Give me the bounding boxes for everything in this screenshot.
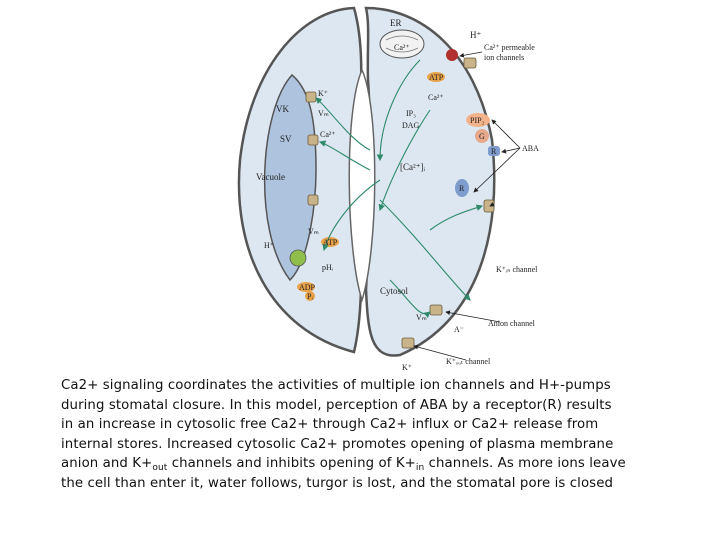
label-anion-channel: Anion channel <box>488 319 536 328</box>
k-channel-vacuole <box>305 91 317 103</box>
k-out-channel <box>401 337 415 349</box>
anion-channel <box>429 304 443 316</box>
label-vm3: Vₘ <box>416 313 427 322</box>
label-h-top: H⁺ <box>470 30 481 40</box>
h-pump <box>289 249 307 267</box>
caption-text: anion and K+ <box>61 456 153 472</box>
label-vm1: Vₘ <box>318 109 329 118</box>
receptor-pm <box>488 146 500 156</box>
label-a-minus: A⁻ <box>454 325 464 334</box>
ca-channel-vacuole <box>307 134 319 146</box>
pip2-badge <box>466 113 490 127</box>
label-dag: DAG <box>402 121 420 130</box>
label-aba: ABA <box>522 144 539 153</box>
label-ca-er: Ca²⁺ <box>394 43 410 52</box>
adp-badge <box>297 282 315 292</box>
label-vk: VK <box>276 104 289 114</box>
label-k-out: K⁺ <box>402 363 412 372</box>
caption-line: internal stores. Increased cytosolic Ca2… <box>61 436 614 452</box>
label-k-out-channel: K⁺ₒᵤₜ channel <box>446 357 491 366</box>
caption-sub: out <box>152 463 168 474</box>
er-ca-pump <box>446 49 458 61</box>
label-k-v: K⁺ <box>318 89 328 98</box>
label-er: ER <box>390 18 402 28</box>
label-k-in-channel: K⁺ᵢₙ channel <box>496 265 538 274</box>
caption-sub: in <box>415 463 425 474</box>
ca-pm-channel <box>463 57 477 69</box>
caption-text: channels. As more ions leave <box>424 456 626 472</box>
label-cytosol: Cytosol <box>380 286 409 296</box>
label-atp-v: ATP <box>323 238 338 247</box>
label-ip3: IP₃ <box>406 109 416 118</box>
k-in-channel <box>483 199 495 213</box>
atp-er-badge <box>427 72 445 82</box>
label-phi: pHᵢ <box>322 263 334 272</box>
figure-caption: Ca2+ signaling coordinates the activitie… <box>61 376 681 494</box>
label-ca-sv: Ca²⁺ <box>320 130 336 139</box>
label-atp-er: ATP <box>429 73 444 82</box>
label-ca-cyt: Ca²⁺ <box>428 93 444 102</box>
caption-line: anion and K+out channels and inhibits op… <box>61 454 681 474</box>
stomata-diagram: ER Ca²⁺ H⁺ Ca²⁺ permeable ion channels A… <box>230 0 560 372</box>
label-g: G <box>479 132 485 141</box>
label-ion-channels: ion channels <box>484 53 524 62</box>
label-r2: R <box>459 184 465 193</box>
caption-text: channels and inhibits opening of K+ <box>167 456 416 472</box>
caption-line: in an increase in cytosolic free Ca2+ th… <box>61 417 599 433</box>
caption-line: Ca2+ signaling coordinates the activitie… <box>61 378 611 393</box>
label-vm2: Vₘ <box>308 227 319 236</box>
label-ca-permeable: Ca²⁺ permeable <box>484 43 535 52</box>
caption-line: the cell than enter it, water follows, t… <box>61 475 614 491</box>
label-ca-i: [Ca²⁺]ᵢ <box>400 162 425 172</box>
label-adp: ADP <box>299 283 316 292</box>
g-protein <box>475 129 489 143</box>
pi-badge <box>305 291 315 301</box>
stomatal-pore <box>348 68 376 303</box>
er-organelle <box>379 29 425 59</box>
label-h-v: H⁺ <box>264 241 274 250</box>
label-r1: R <box>491 147 497 156</box>
channel-vacuole-mid <box>307 194 319 206</box>
label-pi: Pᵢ <box>307 292 313 301</box>
label-pip2: PIP₂ <box>470 116 485 125</box>
label-vacuole: Vacuole <box>256 172 285 182</box>
receptor-cyt <box>455 179 469 197</box>
label-sv: SV <box>280 134 292 144</box>
caption-line: during stomatal closure. In this model, … <box>61 397 612 413</box>
